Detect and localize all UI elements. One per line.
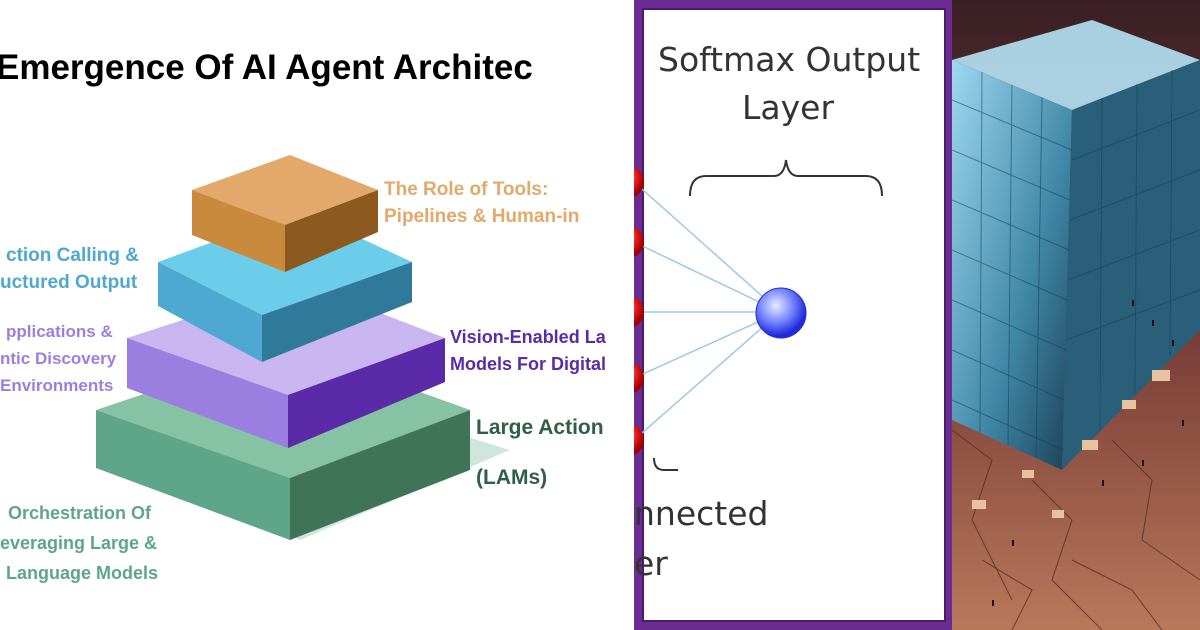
softmax-label-line1: Softmax Output [658,40,921,79]
input-node [634,167,644,197]
layer-orchestration-left [96,410,290,540]
input-node [634,425,644,455]
ground-cracks [952,429,1200,630]
pyramid-graphic [96,155,510,540]
label-applications: pplications & ntic Discovery Environment… [0,322,117,395]
label-large-action: Large Action [476,416,604,439]
cube-city-graphic [952,0,1200,630]
label-function-calling: ction Calling & uctured Output [0,245,139,293]
input-nodes [634,167,644,455]
layer-apps-right [288,338,445,448]
cube-grid [952,69,1200,459]
softmax-output-node [755,287,807,339]
tiny-people [992,300,1184,606]
network-graphic [634,159,883,471]
layer-tools-right [285,190,378,272]
diagram-title: Emergence Of AI Agent Architec [0,48,533,87]
input-node [634,363,644,393]
layer-function-right [262,262,412,362]
layer-orchestration-right [290,410,470,540]
fc-label-line2: er [634,544,668,583]
label-tools: The Role of Tools: Pipelines & Human-in [384,179,580,227]
ai-cube-city-illustration [952,0,1200,630]
cube-top [952,20,1200,110]
label-orchestration: Orchestration Of everaging Large & Langu… [0,503,159,583]
label-lams: (LAMs) [476,466,548,489]
bottom-brace [653,457,678,471]
input-node [634,227,644,257]
ai-agent-architecture-panel: Emergence Of AI Agent Architec The Role … [0,48,607,583]
label-vision-enabled: Vision-Enabled La Models For Digital [450,327,607,374]
softmax-panel: Softmax Output Layer nnected er [634,0,952,630]
layer-function-left [158,262,262,362]
output-brace [689,159,883,197]
connection-lines [634,181,781,441]
softmax-label-line2: Layer [742,88,835,127]
input-node [634,297,644,327]
ground-vehicles [972,370,1170,518]
layer-tools-left [192,190,285,272]
cube-right [1062,60,1200,470]
fc-label-line1: nnected [634,494,769,533]
layer-apps-left [127,338,288,448]
